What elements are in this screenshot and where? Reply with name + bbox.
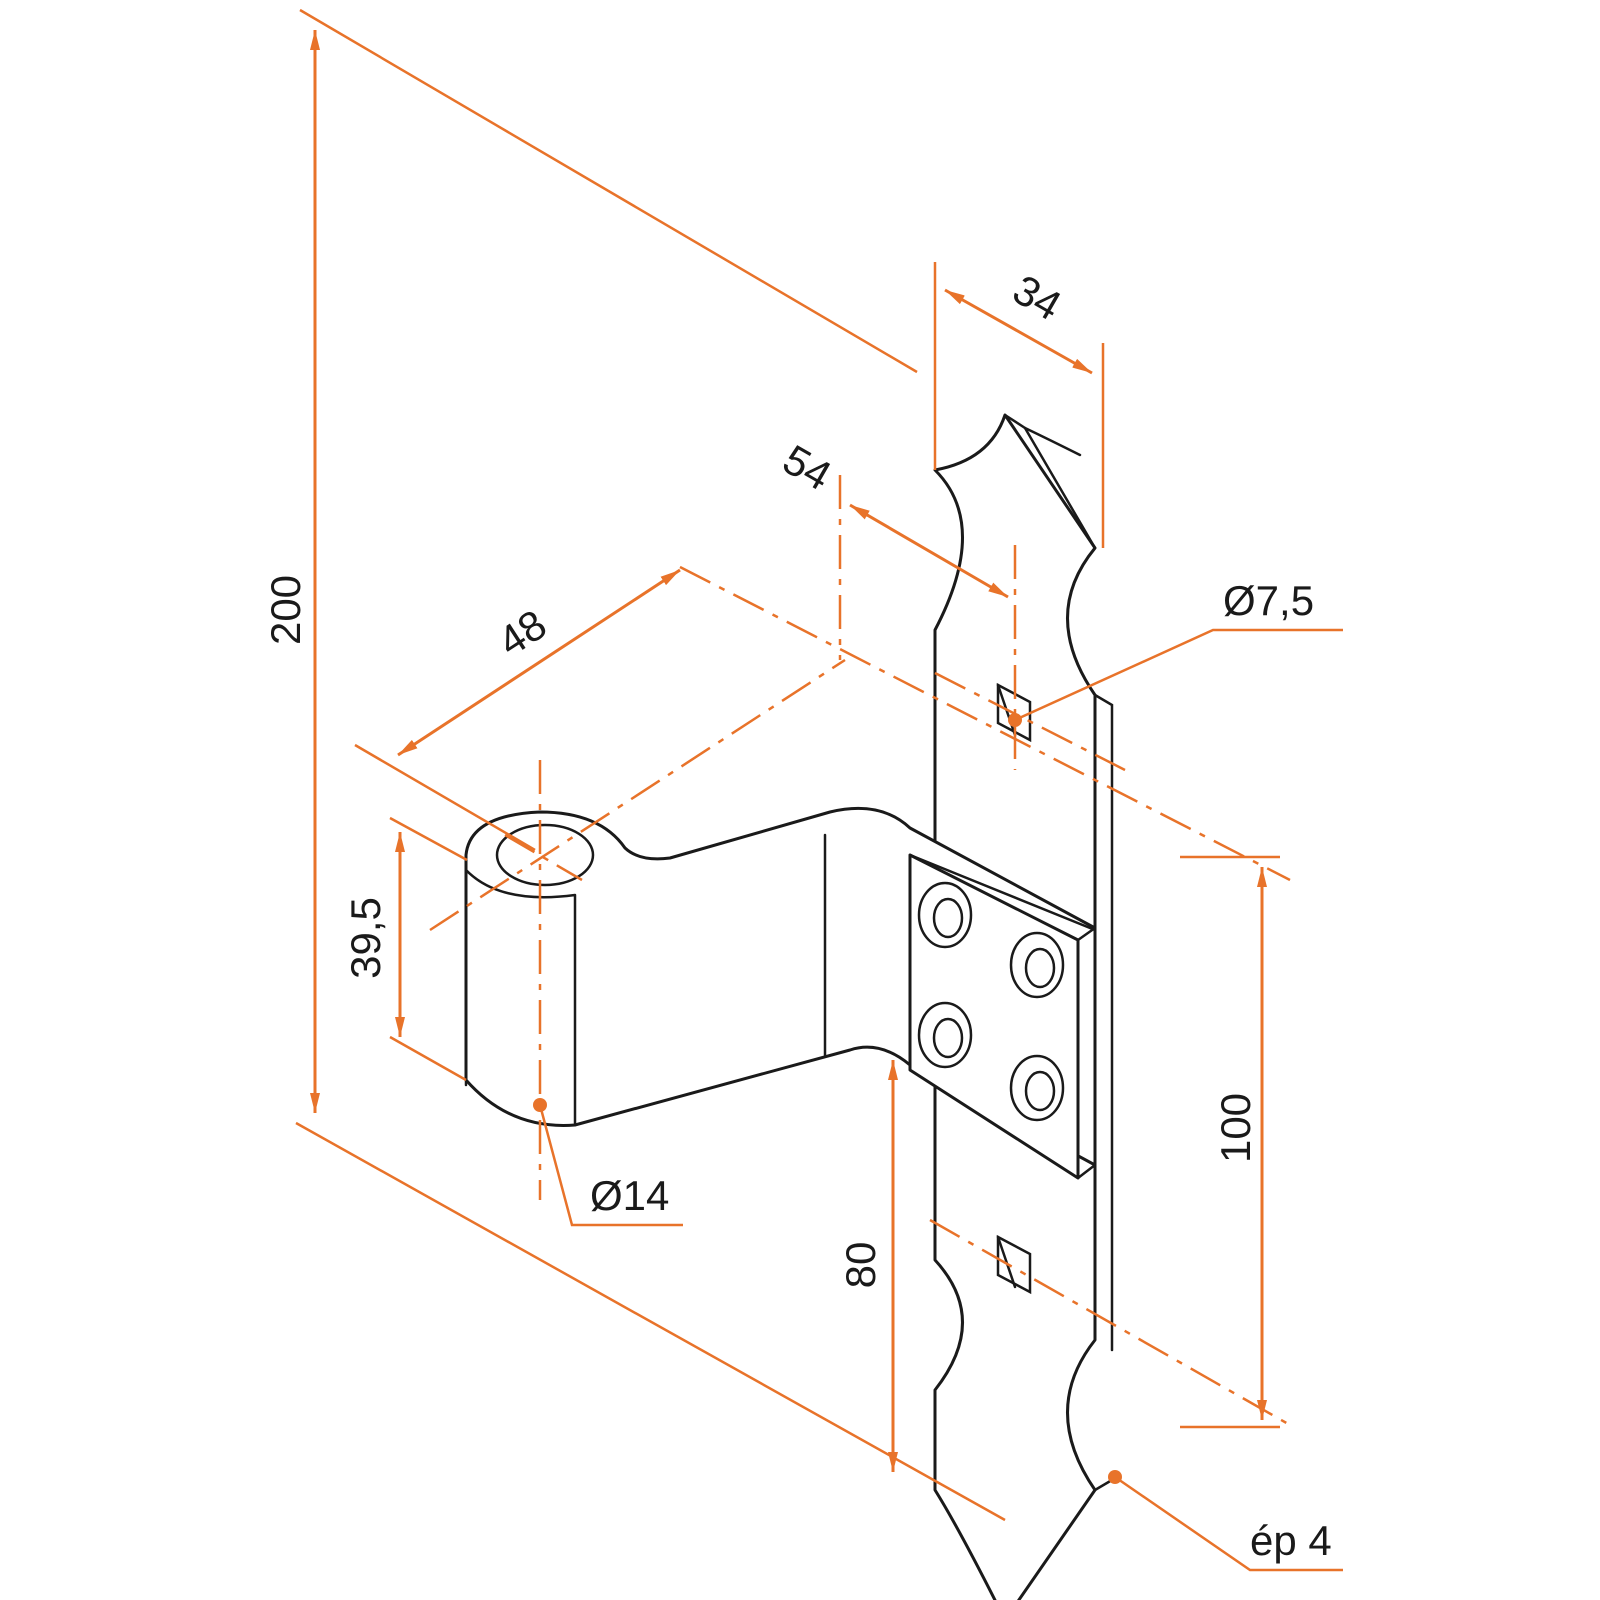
upper-hole-row-axis <box>934 671 1126 772</box>
extension-lines <box>295 8 1280 1522</box>
label-offset: 54 <box>775 435 839 499</box>
leaf-screw-hole-2 <box>1009 931 1065 999</box>
label-plate-width: 34 <box>1005 265 1069 329</box>
dim-line-48 <box>397 568 681 757</box>
label-hole-to-bottom: 80 <box>837 1242 884 1289</box>
center-lines <box>429 475 1291 1427</box>
label-screw-hole-diameter: Ø7,5 <box>1223 577 1314 624</box>
label-overall-height: 200 <box>262 575 309 645</box>
dim-line-34 <box>944 288 1093 375</box>
plate-top-edge <box>1023 426 1082 457</box>
leaf-screw-hole-1 <box>917 881 973 949</box>
leader-14 <box>538 1104 683 1227</box>
label-hole-spacing: 100 <box>1212 1093 1259 1163</box>
label-eye-diameter: Ø14 <box>590 1172 669 1219</box>
leader-ep4 <box>1114 1475 1343 1572</box>
label-arm-length: 48 <box>490 600 555 665</box>
dim-line-54 <box>849 503 1009 599</box>
leaf-screw-hole-4 <box>1009 1054 1065 1122</box>
leader-dot-14 <box>533 1098 547 1112</box>
eye-cross-axis <box>504 833 583 882</box>
lower-square-hole <box>996 1234 1032 1295</box>
hinge-part <box>464 413 1114 1600</box>
leaf-screw-hole-3 <box>917 1001 973 1069</box>
leader-7-5 <box>1014 628 1343 722</box>
upper-hole-horizontal-axis <box>679 565 1291 882</box>
leader-dot-7-5 <box>1008 713 1022 727</box>
label-eye-height: 39,5 <box>342 897 389 979</box>
lower-hole-axis <box>929 1218 1291 1427</box>
label-thickness: ép 4 <box>1250 1517 1332 1564</box>
eye-diagonal-axis <box>429 658 846 932</box>
dimension-lines <box>310 30 1343 1572</box>
eye-cylinder-edge <box>464 868 577 1127</box>
leader-dot-ep4 <box>1108 1470 1122 1484</box>
